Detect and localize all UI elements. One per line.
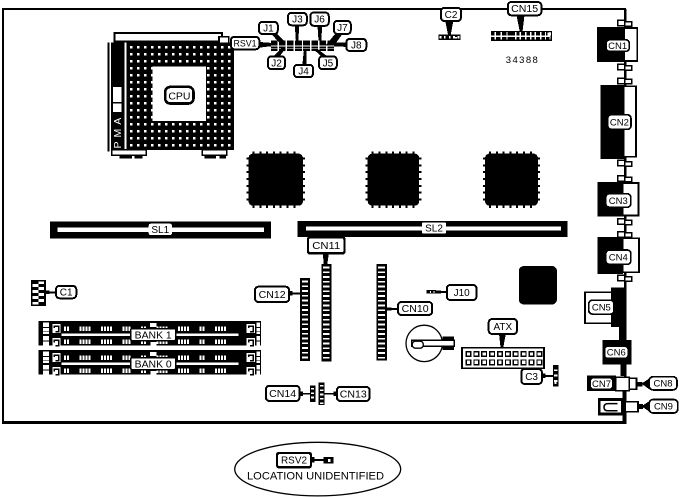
svg-text:J1: J1 <box>263 23 274 34</box>
svg-text:C2: C2 <box>445 10 458 21</box>
svg-text:CN12: CN12 <box>259 290 286 301</box>
svg-text:J5: J5 <box>323 58 334 69</box>
svg-text:CN2: CN2 <box>610 117 629 128</box>
svg-text:J8: J8 <box>351 40 362 51</box>
svg-text:CN14: CN14 <box>269 389 296 400</box>
svg-text:PMA: PMA <box>112 114 124 149</box>
svg-text:J6: J6 <box>314 15 325 26</box>
svg-text:RSV1: RSV1 <box>234 38 257 49</box>
svg-text:CN9: CN9 <box>654 402 673 413</box>
svg-text:CN15: CN15 <box>511 4 538 15</box>
svg-text:C3: C3 <box>525 372 538 383</box>
svg-text:J7: J7 <box>337 23 348 34</box>
svg-text:CPU: CPU <box>168 91 190 103</box>
svg-text:J4: J4 <box>298 67 309 78</box>
svg-text:RSV2: RSV2 <box>281 456 307 467</box>
svg-text:SL1: SL1 <box>151 225 169 236</box>
svg-text:CN3: CN3 <box>609 196 628 207</box>
svg-text:J10: J10 <box>454 288 471 299</box>
svg-text:CN7: CN7 <box>592 379 611 390</box>
svg-text:CN13: CN13 <box>340 389 367 400</box>
svg-text:LOCATION UNIDENTIFIED: LOCATION UNIDENTIFIED <box>247 471 384 483</box>
svg-text:BANK 0: BANK 0 <box>135 359 172 370</box>
svg-text:SL2: SL2 <box>425 223 443 234</box>
svg-text:CN10: CN10 <box>402 304 429 315</box>
svg-text:CN6: CN6 <box>607 348 626 359</box>
svg-text:BANK 1: BANK 1 <box>135 330 172 341</box>
svg-text:J2: J2 <box>271 58 282 69</box>
svg-text:CN4: CN4 <box>609 252 628 263</box>
svg-text:34388: 34388 <box>506 55 539 66</box>
svg-text:CN1: CN1 <box>608 41 627 52</box>
svg-text:CN5: CN5 <box>592 302 611 313</box>
svg-text:CN11: CN11 <box>312 241 340 252</box>
svg-text:C1: C1 <box>60 288 73 299</box>
svg-text:J3: J3 <box>292 15 303 26</box>
svg-text:CN8: CN8 <box>654 379 673 390</box>
svg-text:ATX: ATX <box>493 322 512 333</box>
